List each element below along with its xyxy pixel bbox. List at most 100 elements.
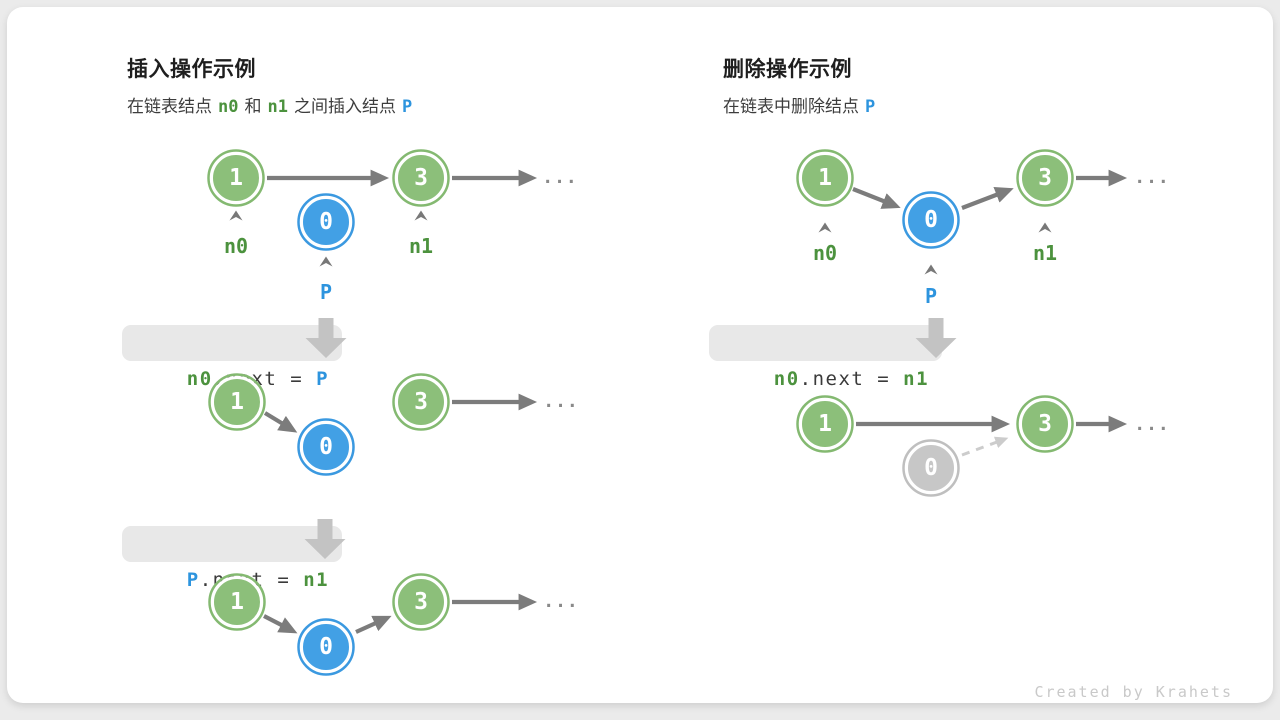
subtitle-text: 在链表中删除结点 [723, 97, 859, 116]
node-body [905, 442, 957, 494]
node-body [1019, 398, 1071, 450]
node-value: 0 [319, 434, 333, 460]
token-n1: n1 [267, 97, 288, 117]
insert-panel-title: 插入操作示例 [127, 58, 256, 81]
node-ring [297, 618, 355, 676]
ellipsis: ... [543, 391, 579, 412]
node-value: 3 [414, 589, 428, 615]
pointer-caret-icon [924, 264, 938, 275]
node-ring [902, 191, 960, 249]
delete-panel-subtitle: 在链表中删除结点 P [723, 92, 881, 117]
code-token-p: P [186, 569, 200, 591]
token-n0: n0 [218, 97, 239, 117]
diagram-insert-step2: ... 1 0 3 [208, 573, 578, 676]
node-ring [1016, 395, 1074, 453]
code-token-n1: n1 [303, 569, 330, 591]
subtitle-text: 和 [244, 97, 262, 116]
node-ring [796, 149, 854, 207]
node-value: 3 [414, 165, 428, 191]
node-value: 3 [1038, 165, 1052, 191]
code-token-n0: n0 [186, 368, 213, 390]
credit-text: Created by Krahets [1034, 683, 1233, 701]
diagram-delete-initial: ... 1 0 3 n0 n1 P [796, 149, 1170, 308]
node-ring [208, 373, 266, 431]
node-0-removed: 0 [902, 439, 960, 497]
arrow-0-to-3-removed [961, 436, 1009, 457]
node-ring [207, 149, 265, 207]
node-body [1019, 152, 1071, 204]
label-p: P [925, 284, 937, 308]
node-value: 0 [319, 209, 333, 235]
node-body [395, 576, 447, 628]
label-n0: n0 [224, 234, 248, 258]
pointer-caret-icon [319, 256, 333, 267]
node-0-p: 0 [297, 618, 355, 676]
subtitle-text: 之间插入结点 [293, 97, 396, 116]
diagram-insert-step1: ... 1 0 3 [208, 373, 579, 476]
pointer-caret-icon [1038, 222, 1052, 233]
code-token-p: P [316, 368, 330, 390]
pointer-caret-icon [229, 210, 243, 221]
node-body [211, 376, 263, 428]
node-3: 3 [392, 373, 450, 431]
node-body [300, 421, 352, 473]
code-op: .next = [799, 368, 904, 390]
node-0-p: 0 [297, 418, 355, 476]
arrow-1-to-0 [852, 187, 901, 209]
node-value: 3 [414, 389, 428, 415]
node-ring [796, 395, 854, 453]
token-p: P [865, 97, 876, 117]
node-body [300, 196, 352, 248]
node-value: 1 [818, 165, 832, 191]
node-ring [208, 573, 266, 631]
node-value: 1 [818, 411, 832, 437]
diagram-insert-initial: ... 1 3 0 n0 n1 P [207, 149, 578, 304]
label-n1: n1 [1033, 241, 1057, 265]
pointer-caret-icon [414, 210, 428, 221]
subtitle-text: 在链表结点 [127, 97, 212, 116]
code-token-n0: n0 [773, 368, 800, 390]
label-p: P [320, 280, 332, 304]
down-arrow-icon [915, 318, 957, 358]
node-value: 1 [230, 589, 244, 615]
insert-panel-subtitle: 在链表结点 n0 和 n1 之间插入结点 P [127, 92, 418, 117]
token-p: P [401, 97, 413, 117]
pointer-caret-icon [818, 222, 832, 233]
node-body [210, 152, 262, 204]
node-ring [392, 373, 450, 431]
label-n0: n0 [813, 241, 837, 265]
node-3: 3 [1016, 149, 1074, 207]
node-body [905, 194, 957, 246]
code-delete-step1: n0.next = n1 [709, 325, 943, 390]
node-ring [392, 573, 450, 631]
diagram-delete-result: ... 0 1 3 [796, 395, 1169, 497]
code-token-n1: n1 [903, 368, 930, 390]
node-1: 1 [208, 573, 266, 631]
node-0-p: 0 [902, 191, 960, 249]
node-3: 3 [1016, 395, 1074, 453]
node-1: 1 [796, 149, 854, 207]
node-body [211, 576, 263, 628]
arrow-1-to-0 [263, 614, 298, 634]
node-ring [392, 149, 450, 207]
node-1: 1 [796, 395, 854, 453]
ellipsis: ... [1134, 167, 1170, 188]
node-value: 0 [924, 455, 938, 481]
node-1: 1 [208, 373, 266, 431]
node-body [395, 152, 447, 204]
down-arrow-icon [305, 318, 347, 358]
node-ring [1016, 149, 1074, 207]
node-3: 3 [392, 573, 450, 631]
arrow-1-to-0 [263, 411, 298, 433]
node-body [300, 621, 352, 673]
node-3: 3 [392, 149, 450, 207]
node-value: 0 [319, 634, 333, 660]
node-body [799, 152, 851, 204]
ellipsis: ... [542, 167, 578, 188]
down-arrow-icon [304, 519, 346, 559]
node-body [395, 376, 447, 428]
node-value: 3 [1038, 411, 1052, 437]
node-ring [902, 439, 960, 497]
node-ring [297, 418, 355, 476]
